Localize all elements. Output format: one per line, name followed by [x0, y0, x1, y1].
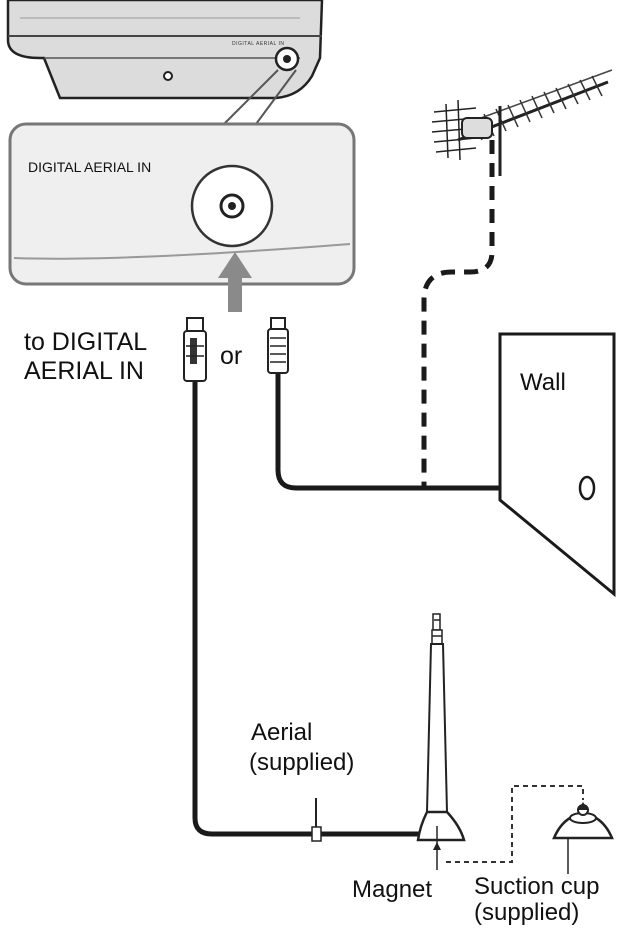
suction-cup-label-line1: Suction cup	[474, 873, 600, 900]
suction-cup-dashed-link	[446, 785, 584, 863]
panel-jack-label: DIGITAL AERIAL IN	[28, 159, 152, 175]
suction-cup-label-line2: (supplied)	[474, 899, 580, 926]
rooftop-aerial-cable	[421, 140, 495, 486]
supplied-aerial-cable	[192, 382, 426, 837]
wall-label: Wall	[520, 369, 566, 396]
suction-cup	[552, 802, 614, 840]
wall	[498, 332, 616, 598]
enlarged-jack-panel	[8, 122, 356, 286]
rooftop-aerial	[431, 69, 613, 176]
wall-cable	[275, 374, 586, 491]
or-label: or	[220, 342, 243, 370]
top-jack-label: DIGITAL AERIAL IN	[232, 41, 285, 47]
insertion-arrow	[218, 252, 252, 312]
aerial-label-line2: (supplied)	[249, 749, 355, 776]
indicator-dot	[163, 71, 173, 81]
aerial-label-line1: Aerial	[251, 719, 313, 746]
magnet-label: Magnet	[352, 876, 433, 903]
callout-lines	[223, 69, 297, 125]
connector-plug-right	[267, 317, 289, 374]
connector-plug-left	[183, 317, 207, 382]
to-digital-label-line1: to DIGITAL	[24, 328, 148, 356]
wall-outlet	[578, 475, 596, 501]
to-digital-label-line2: AERIAL IN	[24, 357, 144, 385]
supplied-rod-aerial	[416, 613, 466, 870]
portable-player	[6, 0, 324, 100]
